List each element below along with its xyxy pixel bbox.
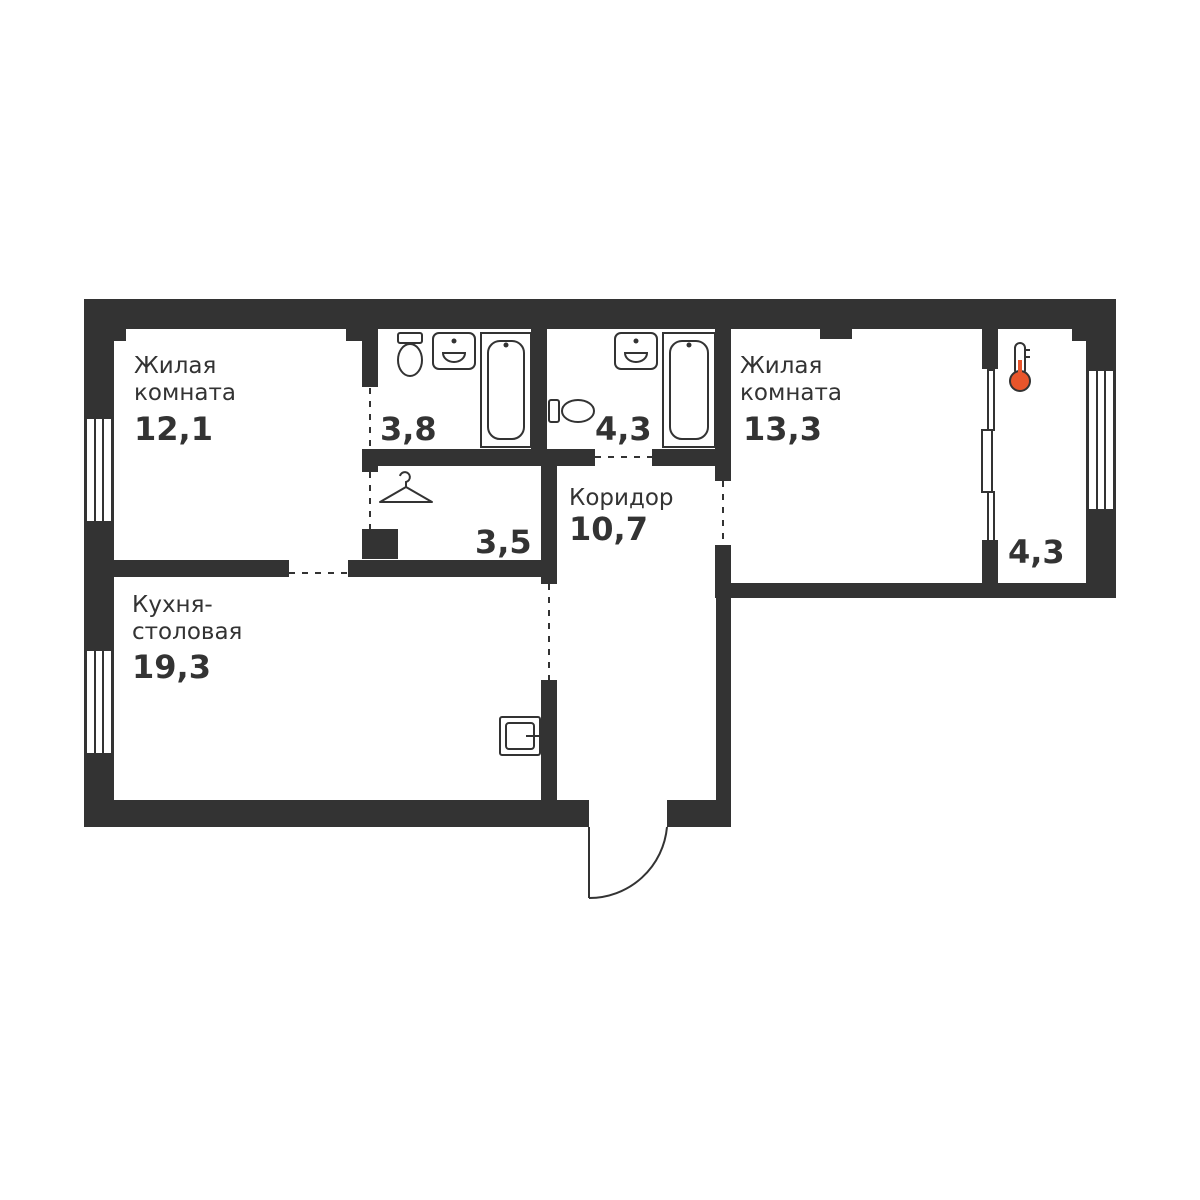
toilet-icon xyxy=(397,332,423,377)
room-name: Жилая xyxy=(740,353,822,379)
room-balcony: 4,3 xyxy=(1008,533,1065,571)
room-name: комната xyxy=(740,380,842,406)
room-bedroom-2: Жилая комната 13,3 xyxy=(740,353,842,448)
toilet-icon xyxy=(548,399,595,423)
room-name: Кухня- xyxy=(132,592,213,618)
room-bathroom-2: 4,3 xyxy=(595,410,652,448)
room-area: 10,7 xyxy=(569,510,648,548)
room-kitchen: Кухня- столовая 19,3 xyxy=(132,592,242,686)
room-name: комната xyxy=(134,380,236,406)
room-area: 19,3 xyxy=(132,648,211,686)
room-name: столовая xyxy=(132,619,242,645)
sink-icon xyxy=(614,332,658,370)
room-corridor: Коридор 10,7 xyxy=(569,485,674,548)
entrance-door-icon[interactable] xyxy=(588,826,668,900)
room-closet: 3,5 xyxy=(475,523,532,561)
thermometer-icon xyxy=(1009,342,1031,392)
bathtub-icon xyxy=(480,332,532,448)
room-area: 3,8 xyxy=(380,410,437,448)
room-name: Жилая xyxy=(134,353,216,379)
room-area: 13,3 xyxy=(743,410,822,448)
windows xyxy=(85,369,1115,755)
room-area: 4,3 xyxy=(595,410,652,448)
kitchen-sink-icon xyxy=(499,716,541,756)
room-area: 12,1 xyxy=(134,410,213,448)
room-bathroom-1: 3,8 xyxy=(380,410,437,448)
room-area: 3,5 xyxy=(475,523,532,561)
bathtub-icon xyxy=(662,332,716,448)
door-openings xyxy=(289,388,724,680)
room-bedroom-1: Жилая комната 12,1 xyxy=(134,353,236,448)
sink-icon xyxy=(432,332,476,370)
room-name: Коридор xyxy=(569,485,674,511)
hanger-icon xyxy=(379,471,433,503)
walls xyxy=(84,299,1116,827)
room-area: 4,3 xyxy=(1008,533,1065,571)
